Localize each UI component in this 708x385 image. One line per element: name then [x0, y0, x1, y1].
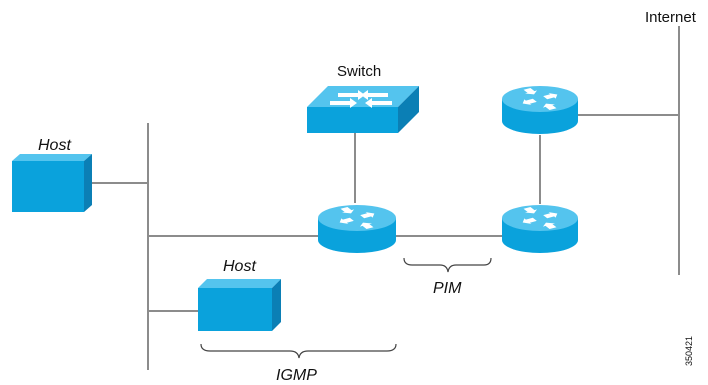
internet-label: Internet [645, 9, 697, 26]
host-left-icon [12, 154, 92, 212]
switch-label: Switch [337, 63, 381, 80]
igmp-brace [200, 343, 397, 359]
router-center-icon [318, 205, 396, 253]
switch-icon [307, 86, 419, 133]
router-right-top-icon [502, 86, 578, 134]
router-right-bottom-icon [502, 205, 578, 253]
pim-brace [403, 257, 492, 273]
host-left-label: Host [38, 137, 71, 154]
pim-label: PIM [433, 280, 462, 297]
host-bottom-icon [198, 279, 281, 331]
host-bottom-label: Host [223, 258, 256, 275]
figure-id-label: 350421 [684, 336, 694, 366]
igmp-label: IGMP [276, 367, 317, 384]
links [92, 26, 680, 370]
